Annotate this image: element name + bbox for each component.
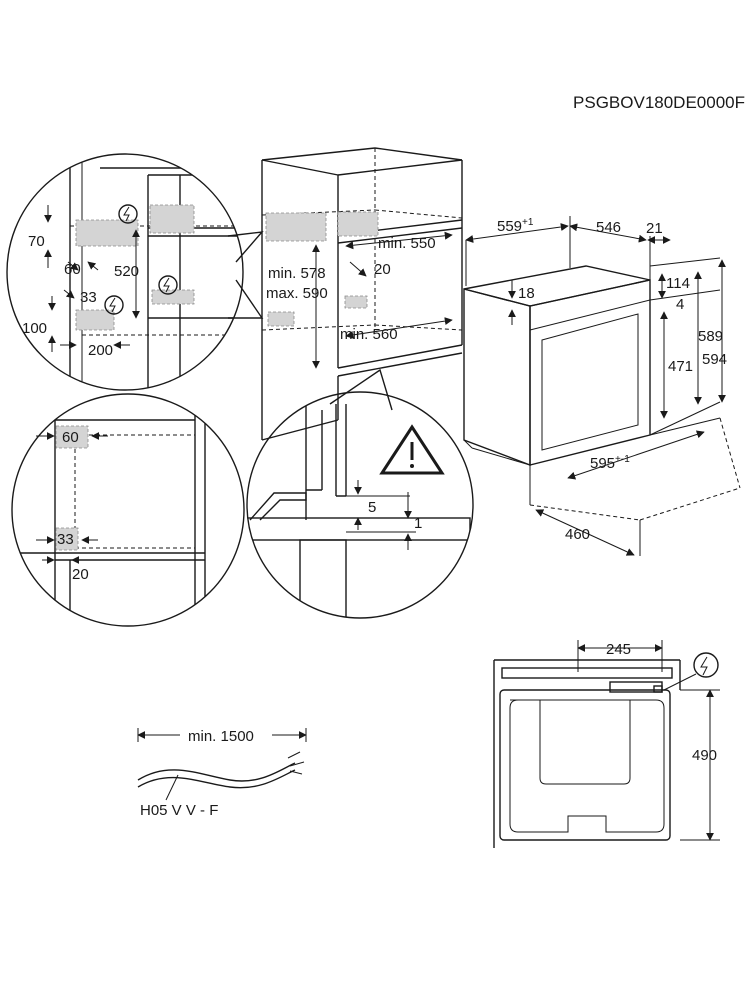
electric-hazard-icon — [693, 652, 719, 678]
electric-hazard-icon — [158, 275, 178, 295]
dim-60: 60 — [62, 429, 79, 446]
upper-socket-zone — [149, 204, 195, 234]
electric-hazard-icon — [118, 204, 138, 224]
side-detail-circle: 60 33 20 — [11, 393, 245, 627]
dim-21: 21 — [646, 220, 663, 237]
dim-20: 20 — [72, 566, 89, 583]
dim-520: 520 — [114, 263, 139, 280]
dim-33: 33 — [80, 289, 97, 306]
dim-114: 114 — [666, 275, 690, 292]
cabinet-drawing: min. 578 max. 590 min. 550 20 min. 560 — [261, 147, 463, 441]
dim-490: 490 — [692, 747, 717, 764]
cable-type: H05 V V - F — [140, 802, 218, 819]
product-code: PSGBOV180DE0000F — [573, 93, 745, 112]
gap-detail-circle: 5 1 — [246, 368, 474, 619]
dim-559: 559+1 — [497, 217, 534, 235]
dim-460: 460 — [565, 526, 590, 543]
cabinet-socket-zone — [337, 211, 379, 237]
dim-max-590: max. 590 — [266, 285, 328, 302]
back-panel-diagram: 245 490 — [493, 640, 720, 848]
lower-clearance-zone — [75, 309, 115, 331]
top-detail-circle: 70 60 520 33 100 200 — [6, 153, 244, 391]
side-zone-33 — [55, 527, 79, 551]
dim-33: 33 — [57, 531, 74, 548]
dim-594: 594 — [702, 351, 727, 368]
upper-clearance-zone — [75, 219, 139, 247]
dim-595: 595+-1 — [590, 454, 630, 472]
oven-drawing: 559+1 546 21 18 114 4 471 589 594 595+-1… — [463, 216, 741, 556]
dim-1: 1 — [414, 515, 422, 532]
dim-60: 60 — [64, 261, 81, 278]
cable-length: min. 1500 — [188, 728, 254, 745]
dim-20: 20 — [374, 261, 391, 278]
dim-245: 245 — [606, 641, 631, 658]
lower-socket-zone — [151, 289, 195, 305]
dim-min-550: min. 550 — [378, 235, 436, 252]
callout-connector — [228, 279, 264, 319]
warning-icon — [379, 424, 445, 475]
side-zone-60 — [55, 425, 89, 449]
electric-hazard-icon — [104, 295, 124, 315]
dim-589: 589 — [698, 328, 723, 345]
dim-4: 4 — [676, 296, 684, 313]
dim-471: 471 — [668, 358, 693, 375]
dim-min-578: min. 578 — [268, 265, 326, 282]
dim-546: 546 — [596, 219, 621, 236]
dim-18: 18 — [518, 285, 535, 302]
dim-200: 200 — [88, 342, 113, 359]
cabinet-lower-socket — [344, 295, 368, 309]
power-cable-diagram: min. 1500 H05 V V - F — [137, 728, 307, 819]
dim-5: 5 — [368, 499, 376, 516]
dim-70: 70 — [28, 233, 45, 250]
dim-min-560: min. 560 — [340, 326, 398, 343]
cabinet-upper-zone — [265, 212, 327, 242]
cabinet-lower-zone — [267, 311, 295, 327]
dim-100: 100 — [22, 320, 47, 337]
